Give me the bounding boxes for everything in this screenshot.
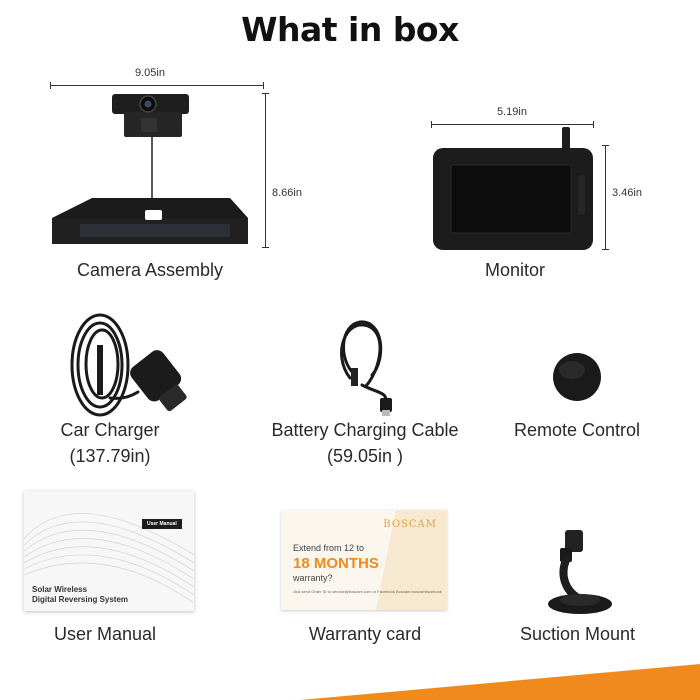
warranty-months: 18 MONTHS bbox=[293, 555, 379, 572]
warranty-card-label: Warranty card bbox=[308, 624, 422, 644]
camera-width-tick-left bbox=[50, 82, 51, 89]
camera-height-tick-bottom bbox=[262, 247, 269, 248]
remote-control-label: Remote Control bbox=[513, 420, 641, 440]
monitor-label: Monitor bbox=[484, 260, 546, 280]
manual-tag: User Manual bbox=[142, 519, 182, 529]
monitor-width-tick-right bbox=[593, 121, 594, 128]
warranty-line1: Extend from 12 to bbox=[293, 543, 365, 553]
monitor-width-tick-left bbox=[431, 121, 432, 128]
charging-cable-length: (59.05in ) bbox=[326, 446, 404, 466]
car-charger-label: Car Charger bbox=[60, 420, 160, 440]
monitor-height-tick-bottom bbox=[602, 249, 609, 250]
monitor-height-dim: 3.46in bbox=[612, 187, 642, 199]
warranty-card-image: BOSCAM Extend from 12 to 18 MONTHS warra… bbox=[281, 510, 447, 610]
manual-title-line1: Solar Wireless bbox=[32, 585, 88, 594]
monitor-height-line bbox=[605, 145, 606, 250]
warranty-accent-shape bbox=[376, 510, 447, 610]
camera-width-line bbox=[50, 85, 264, 86]
camera-assembly-label: Camera Assembly bbox=[76, 260, 224, 280]
charging-cable-label: Battery Charging Cable bbox=[271, 420, 459, 440]
monitor-width-line bbox=[431, 124, 594, 125]
camera-width-tick-right bbox=[263, 82, 264, 89]
warranty-line3: warranty? bbox=[293, 573, 333, 583]
manual-wave-pattern bbox=[24, 513, 194, 604]
manual-title: Solar Wireless Digital Reversing System bbox=[32, 585, 128, 605]
camera-height-tick-top bbox=[262, 93, 269, 94]
camera-height-line bbox=[265, 93, 266, 248]
user-manual-label: User Manual bbox=[53, 624, 157, 644]
monitor-height-tick-top bbox=[602, 145, 609, 146]
orange-accent-band bbox=[300, 664, 700, 700]
manual-title-line2: Digital Reversing System bbox=[32, 595, 129, 604]
user-manual-image: User Manual Solar Wireless Digital Rever… bbox=[24, 491, 194, 611]
page-title: What in box bbox=[241, 10, 459, 49]
monitor-width-dim: 5.19in bbox=[497, 106, 527, 118]
suction-mount-label: Suction Mount bbox=[519, 624, 636, 644]
warranty-brand: BOSCAM bbox=[383, 519, 437, 530]
car-charger-length: (137.79in) bbox=[69, 446, 151, 466]
camera-width-dim: 9.05in bbox=[135, 67, 165, 79]
warranty-fine-print: Just send Order ID to service@boscam.com… bbox=[293, 589, 442, 594]
camera-height-dim: 8.66in bbox=[272, 187, 302, 199]
